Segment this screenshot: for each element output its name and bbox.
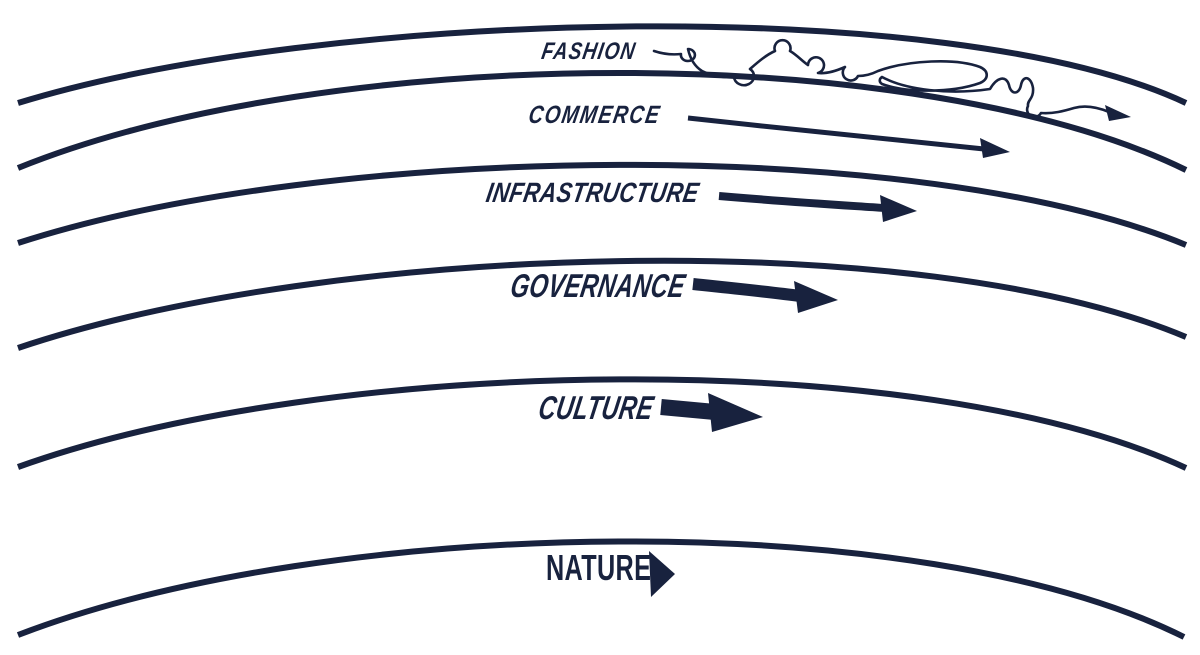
arc-above-governance bbox=[17, 257, 1188, 351]
layer-label-culture: CULTURE bbox=[535, 389, 657, 426]
chaotic-squiggle-arrow-icon bbox=[652, 38, 1131, 121]
layer-label-commerce: COMMERCE bbox=[526, 101, 664, 129]
arc-above-fashion bbox=[17, 23, 1188, 106]
thick-short-arrow-icon bbox=[660, 393, 763, 432]
bold-arrow-icon bbox=[692, 278, 838, 313]
medium-arrow-icon bbox=[718, 192, 917, 222]
arc-above-nature bbox=[16, 538, 1186, 640]
layer-label-governance: GOVERNANCE bbox=[507, 267, 689, 304]
long-thin-arrow-icon bbox=[687, 115, 1010, 158]
arc-above-commerce bbox=[16, 70, 1188, 173]
layer-label-infrastructure: INFRASTRUCTURE bbox=[483, 177, 702, 208]
arc-above-infrastructure bbox=[17, 161, 1188, 248]
arc-above-culture bbox=[16, 376, 1188, 471]
layer-label-nature: NATURE bbox=[546, 547, 652, 588]
arrowhead-only-icon bbox=[649, 551, 675, 597]
layer-arcs bbox=[16, 23, 1188, 640]
layer-label-fashion: FASHION bbox=[539, 38, 639, 65]
